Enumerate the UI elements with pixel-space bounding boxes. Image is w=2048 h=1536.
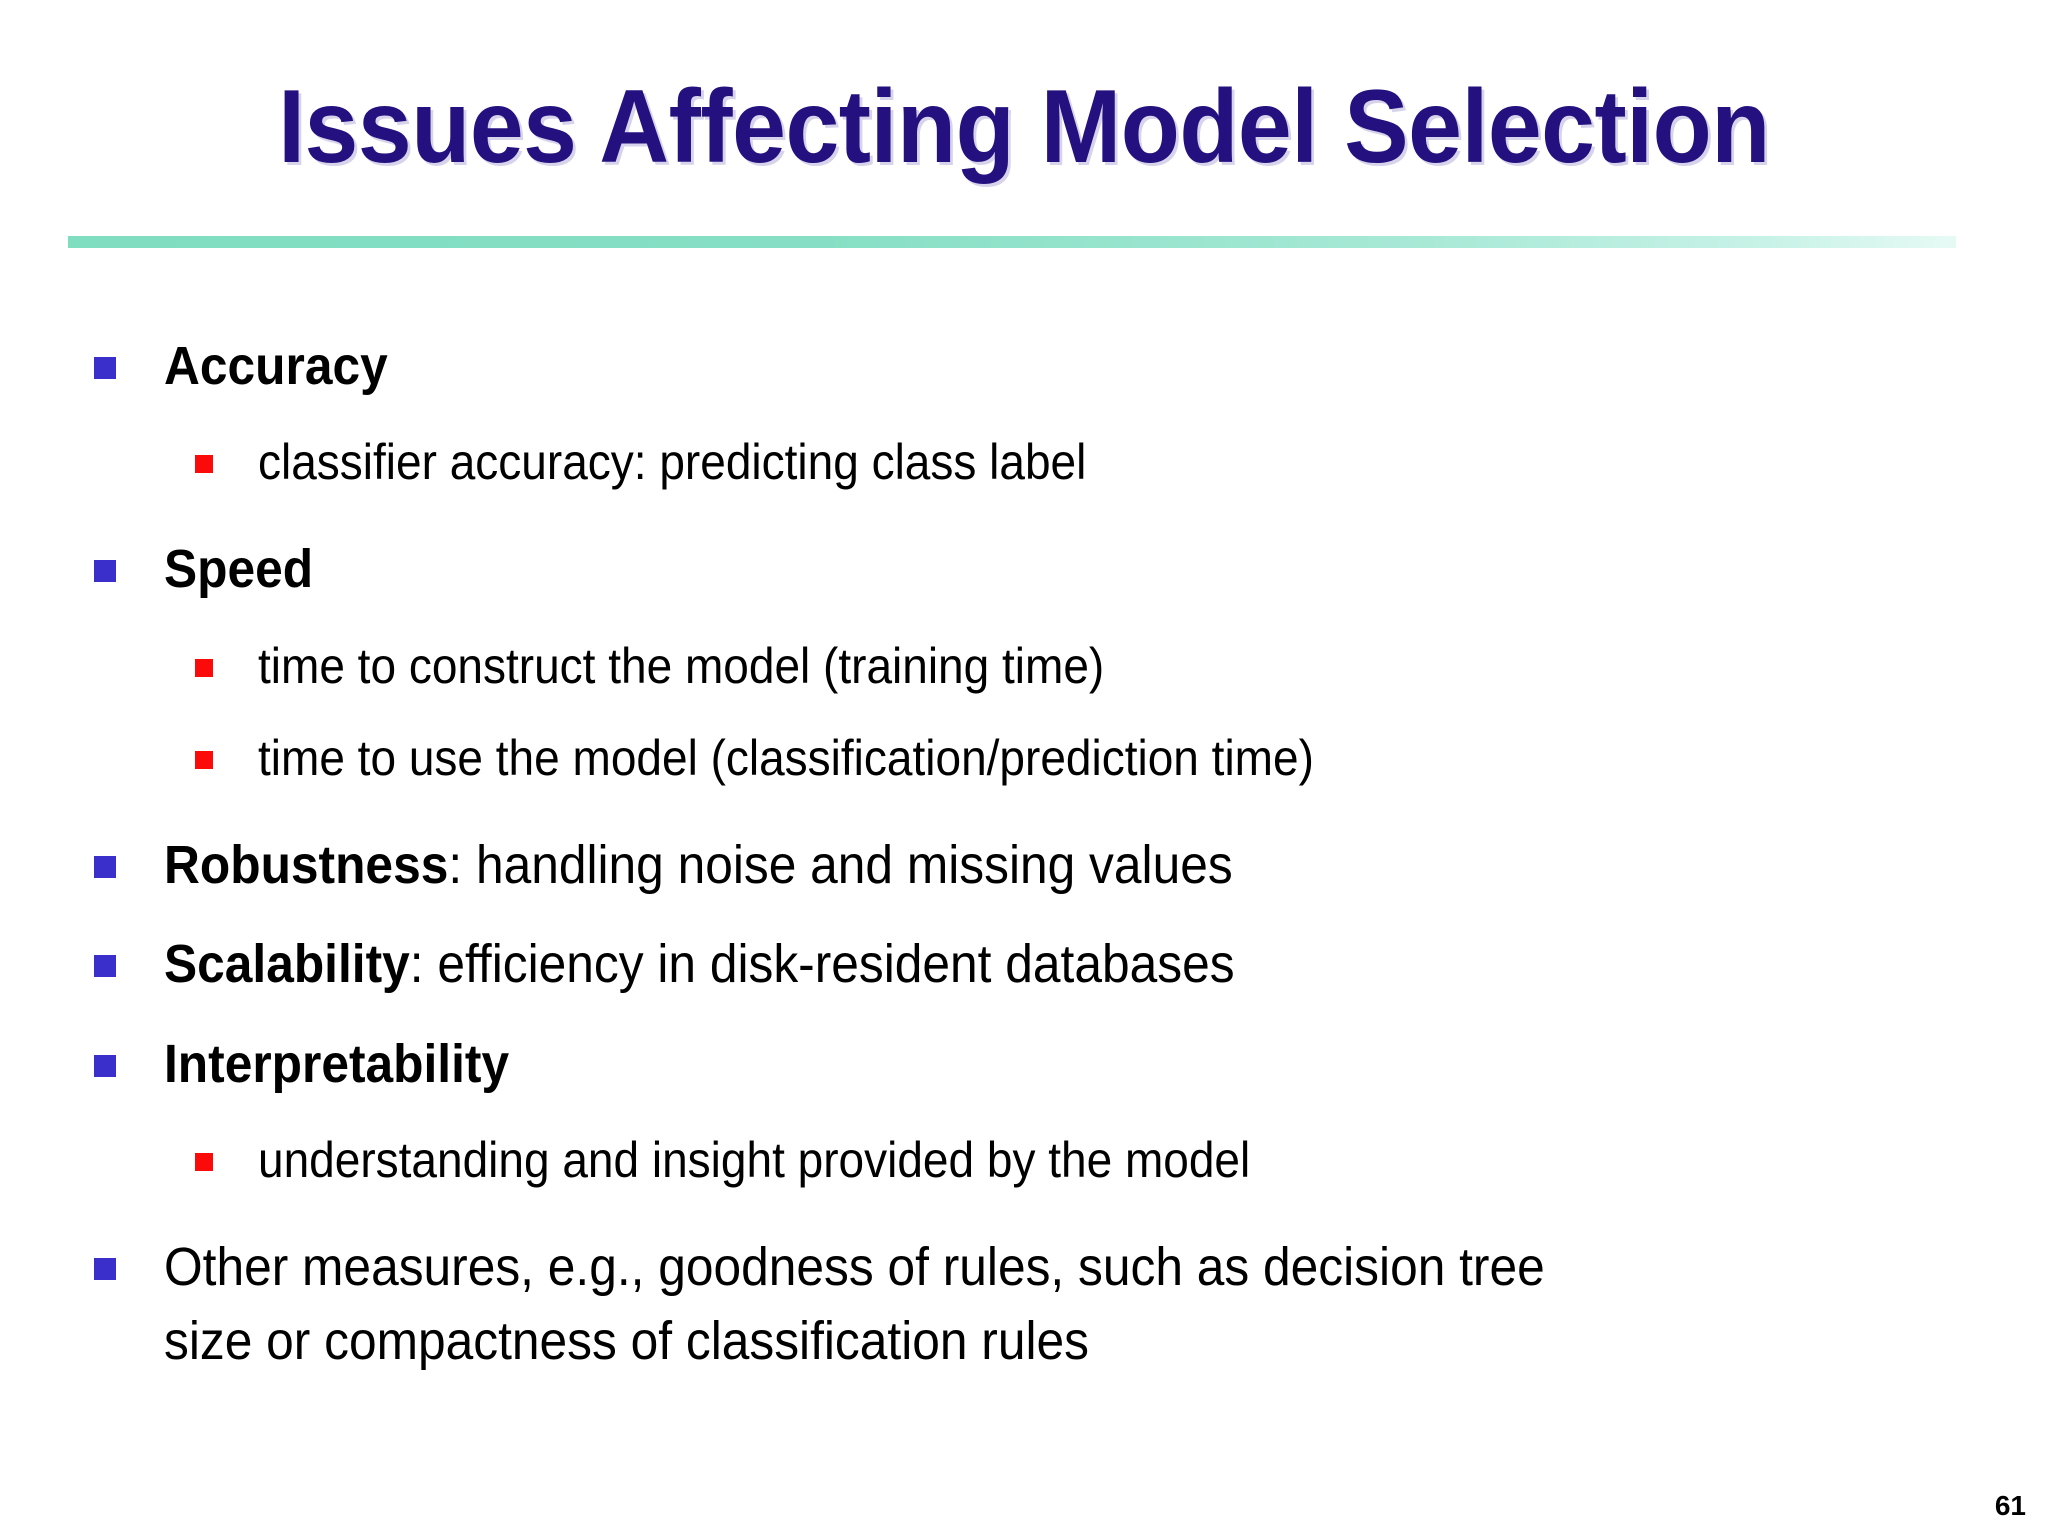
bullet-square-blue-icon — [94, 855, 116, 878]
page-title: Issues Affecting Model Selection — [278, 68, 1770, 185]
page-number: 61 — [1994, 1490, 2026, 1521]
title-divider-rule — [68, 236, 1956, 248]
list-item: time to construct the model (training ti… — [0, 633, 2048, 699]
list-item: time to use the model (classification/pr… — [0, 725, 2048, 791]
list-item-rest: time to use the model (classification/pr… — [258, 729, 1314, 786]
list-item: classifier accuracy: predicting class la… — [0, 429, 2048, 495]
bullet-square-blue-icon — [94, 1258, 116, 1281]
list-item-rest: understanding and insight provided by th… — [258, 1132, 1251, 1189]
list-item-strong: Robustness — [164, 834, 449, 895]
list-item-rest: classifier accuracy: predicting class la… — [258, 434, 1087, 491]
list-item: Speed — [0, 533, 2048, 606]
list-item-text: Other measures, e.g., goodness of rules,… — [164, 1231, 1599, 1378]
list-item-text: time to construct the model (training ti… — [258, 633, 1104, 699]
list-item-text: Interpretability — [164, 1028, 509, 1101]
list-item-text: understanding and insight provided by th… — [258, 1127, 1250, 1193]
list-item-rest: time to construct the model (training ti… — [258, 637, 1105, 694]
list-item-strong: Interpretability — [164, 1033, 510, 1094]
list-item-rest: : efficiency in disk-resident databases — [409, 934, 1235, 995]
list-item: Other measures, e.g., goodness of rules,… — [0, 1231, 2048, 1378]
bullet-square-red-icon — [195, 658, 213, 677]
list-item-text: classifier accuracy: predicting class la… — [258, 429, 1086, 495]
title-area: Issues Affecting Model Selection — [0, 62, 2048, 192]
bullet-list: Accuracy classifier accuracy: predicting… — [0, 330, 2048, 1536]
list-item-text: Scalability: efficiency in disk-resident… — [164, 928, 1235, 1001]
list-item-rest: : handling noise and missing values — [448, 834, 1233, 895]
list-item-rest: Other measures, e.g., goodness of rules,… — [164, 1237, 1545, 1371]
list-item: Interpretability — [0, 1028, 2048, 1101]
bullet-square-red-icon — [195, 750, 213, 769]
bullet-square-red-icon — [195, 455, 213, 474]
bullet-square-red-icon — [195, 1153, 213, 1172]
list-item-text: time to use the model (classification/pr… — [258, 725, 1314, 791]
list-item-strong: Accuracy — [164, 336, 388, 396]
bullet-square-blue-icon — [94, 955, 116, 978]
list-item-strong: Scalability — [164, 934, 410, 995]
list-item-text: Speed — [164, 533, 313, 606]
list-item: Scalability: efficiency in disk-resident… — [0, 928, 2048, 1001]
bullet-square-blue-icon — [94, 560, 116, 583]
bullet-square-blue-icon — [94, 357, 116, 379]
list-item-text: Robustness: handling noise and missing v… — [164, 829, 1233, 902]
list-item-text: Accuracy — [164, 330, 388, 403]
list-item: Robustness: handling noise and missing v… — [0, 829, 2048, 902]
list-item-strong: Speed — [164, 539, 314, 600]
list-item: understanding and insight provided by th… — [0, 1127, 2048, 1193]
list-item: Accuracy — [0, 330, 2048, 403]
bullet-square-blue-icon — [94, 1054, 116, 1077]
